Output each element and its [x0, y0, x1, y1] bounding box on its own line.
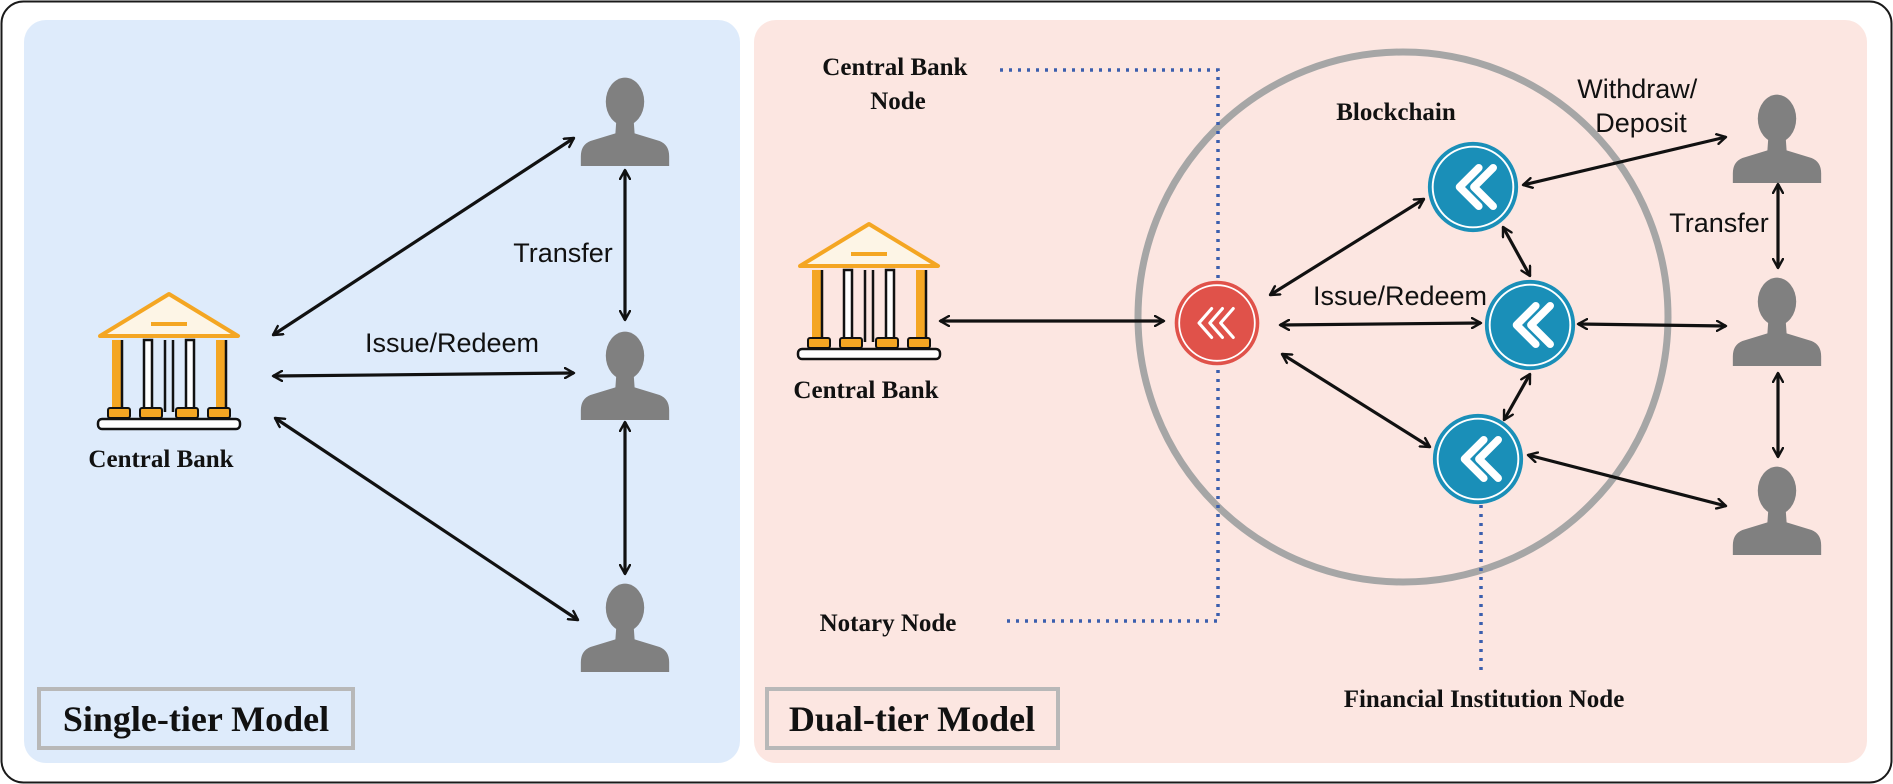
financial-institution-node-label: Financial Institution Node [1344, 686, 1625, 713]
dual-tier-label-box [765, 687, 1060, 750]
notary-node-label: Notary Node [820, 610, 957, 637]
arrow-central-node-to-top-node [1270, 197, 1424, 297]
blockchain-node-middle-icon [1485, 280, 1575, 370]
blockchain-label: Blockchain [1336, 99, 1456, 126]
arrow-bank-to-user-bottom [275, 416, 578, 622]
arrow-top-node-to-middle-node [1501, 227, 1532, 276]
arrow-bottom-node-to-user-bottom [1528, 455, 1726, 506]
dual-tier-model-label: Dual-tier Model [789, 699, 1035, 739]
single-transfer-label: Transfer [513, 238, 613, 268]
single-tier-model-label: Single-tier Model [63, 699, 329, 739]
single-tier-panel: Central Bank Issue/Redeem Transfer Singl… [24, 20, 740, 763]
central-bank-node-callout [1000, 68, 1220, 280]
single-issue-redeem-label: Issue/Redeem [365, 328, 539, 358]
arrow-top-node-to-user-top [1523, 137, 1726, 185]
dual-central-bank-label: Central Bank [793, 377, 938, 404]
central-bank-node-icon [1173, 279, 1261, 367]
arrow-central-node-to-middle-node [1280, 323, 1481, 325]
arrow-middle-node-to-user-middle [1578, 324, 1726, 326]
single-tier-label-box [37, 687, 355, 750]
arrow-middle-node-to-bottom-node [1502, 374, 1532, 420]
notary-node-callout [1002, 370, 1220, 623]
central-bank-node-label: Central Bank Node [822, 54, 973, 115]
blockchain-node-top-icon [1428, 142, 1518, 232]
blockchain-node-bottom-icon [1433, 414, 1523, 504]
arrow-central-node-to-bottom-node [1282, 352, 1430, 449]
withdraw-deposit-label: Withdraw/ Deposit [1577, 74, 1705, 138]
arrow-bank-to-user-top [273, 136, 574, 337]
dual-transfer-label: Transfer [1669, 208, 1769, 238]
dual-issue-redeem-label: Issue/Redeem [1313, 281, 1487, 311]
dual-tier-panel: Central Bank Central Bank Node Notary No… [754, 20, 1867, 763]
arrow-bank-to-user-middle [273, 373, 574, 376]
single-central-bank-label: Central Bank [88, 446, 233, 473]
